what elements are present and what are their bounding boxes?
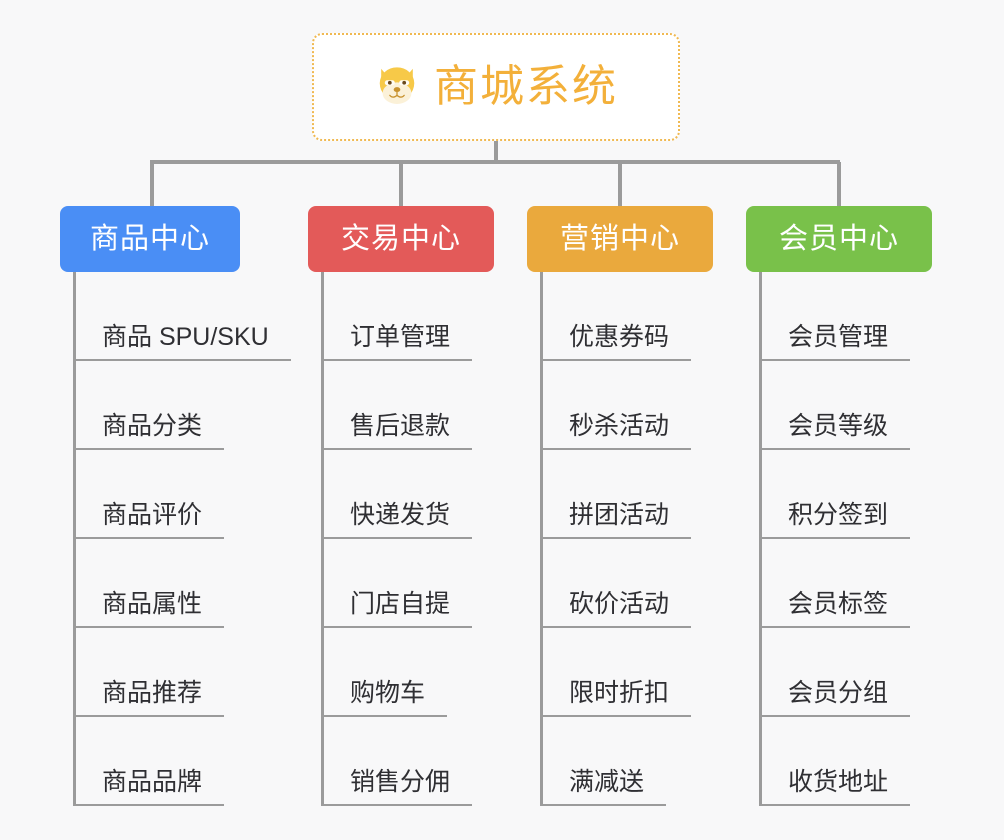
list-item[interactable]: 订单管理 [324, 272, 494, 361]
list-item[interactable]: 限时折扣 [543, 628, 713, 717]
category-label: 商品中心 [89, 222, 210, 255]
leaf-list-member-center: 会员管理 会员等级 积分签到 会员标签 会员分组 收货地址 [759, 272, 932, 806]
list-item[interactable]: 会员分组 [762, 628, 932, 717]
leaf-label: 购物车 [324, 681, 448, 717]
column-member-center: 会员中心 会员管理 会员等级 积分签到 会员标签 会员分组 收货地址 [746, 206, 932, 806]
list-item[interactable]: 商品评价 [76, 450, 240, 539]
leaf-label: 商品推荐 [76, 681, 225, 717]
leaf-label: 订单管理 [324, 325, 473, 361]
connector-drop-marketing [618, 162, 622, 208]
leaf-label: 会员等级 [762, 414, 911, 450]
leaf-label: 优惠券码 [543, 325, 692, 361]
leaf-label: 商品 SPU/SKU [76, 325, 291, 361]
leaf-label: 售后退款 [324, 414, 473, 450]
category-box-product-center[interactable]: 商品中心 [60, 206, 240, 272]
leaf-label: 销售分佣 [324, 770, 473, 806]
list-item[interactable]: 快递发货 [324, 450, 494, 539]
leaf-label: 门店自提 [324, 592, 473, 628]
category-box-member-center[interactable]: 会员中心 [746, 206, 932, 272]
leaf-label: 砍价活动 [543, 592, 692, 628]
list-item[interactable]: 收货地址 [762, 717, 932, 806]
list-item[interactable]: 门店自提 [324, 539, 494, 628]
list-item[interactable]: 购物车 [324, 628, 494, 717]
root-node[interactable]: 商城系统 [312, 33, 680, 141]
dog-face-icon [374, 63, 420, 109]
connector-root-stem [494, 141, 498, 163]
list-item[interactable]: 售后退款 [324, 361, 494, 450]
list-item[interactable]: 商品推荐 [76, 628, 240, 717]
leaf-label: 满减送 [543, 770, 667, 806]
list-item[interactable]: 砍价活动 [543, 539, 713, 628]
list-item[interactable]: 满减送 [543, 717, 713, 806]
list-item[interactable]: 会员管理 [762, 272, 932, 361]
leaf-list-marketing-center: 优惠券码 秒杀活动 拼团活动 砍价活动 限时折扣 满减送 [540, 272, 713, 806]
column-product-center: 商品中心 商品 SPU/SKU 商品分类 商品评价 商品属性 商品推荐 商品品牌 [60, 206, 291, 806]
root-title: 商城系统 [434, 62, 618, 111]
leaf-label: 商品品牌 [76, 770, 225, 806]
list-item[interactable]: 会员等级 [762, 361, 932, 450]
leaf-label: 会员分组 [762, 681, 911, 717]
list-item[interactable]: 商品 SPU/SKU [76, 272, 291, 361]
list-item[interactable]: 销售分佣 [324, 717, 494, 806]
leaf-list-trade-center: 订单管理 售后退款 快递发货 门店自提 购物车 销售分佣 [321, 272, 494, 806]
category-box-trade-center[interactable]: 交易中心 [308, 206, 494, 272]
leaf-label: 商品评价 [76, 503, 225, 539]
connector-drop-product [150, 162, 154, 208]
list-item[interactable]: 商品品牌 [76, 717, 240, 806]
connector-drop-member [837, 162, 841, 208]
column-marketing-center: 营销中心 优惠券码 秒杀活动 拼团活动 砍价活动 限时折扣 满减送 [527, 206, 713, 806]
list-item[interactable]: 商品属性 [76, 539, 240, 628]
list-item[interactable]: 秒杀活动 [543, 361, 713, 450]
leaf-label: 拼团活动 [543, 503, 692, 539]
leaf-label: 商品分类 [76, 414, 225, 450]
leaf-label: 积分签到 [762, 503, 911, 539]
leaf-label: 会员管理 [762, 325, 911, 361]
leaf-label: 秒杀活动 [543, 414, 692, 450]
leaf-label: 快递发货 [324, 503, 473, 539]
list-item[interactable]: 积分签到 [762, 450, 932, 539]
list-item[interactable]: 拼团活动 [543, 450, 713, 539]
category-box-marketing-center[interactable]: 营销中心 [527, 206, 713, 272]
list-item[interactable]: 优惠券码 [543, 272, 713, 361]
leaf-list-product-center: 商品 SPU/SKU 商品分类 商品评价 商品属性 商品推荐 商品品牌 [73, 272, 291, 806]
list-item[interactable]: 商品分类 [76, 361, 240, 450]
list-item[interactable]: 会员标签 [762, 539, 932, 628]
connector-drop-trade [399, 162, 403, 208]
column-trade-center: 交易中心 订单管理 售后退款 快递发货 门店自提 购物车 销售分佣 [308, 206, 494, 806]
leaf-label: 商品属性 [76, 592, 225, 628]
leaf-label: 收货地址 [762, 770, 911, 806]
category-label: 营销中心 [559, 222, 680, 255]
leaf-label: 限时折扣 [543, 681, 692, 717]
connector-bus-bar [150, 160, 840, 164]
leaf-label: 会员标签 [762, 592, 911, 628]
category-label: 交易中心 [340, 222, 461, 255]
category-label: 会员中心 [778, 222, 899, 255]
